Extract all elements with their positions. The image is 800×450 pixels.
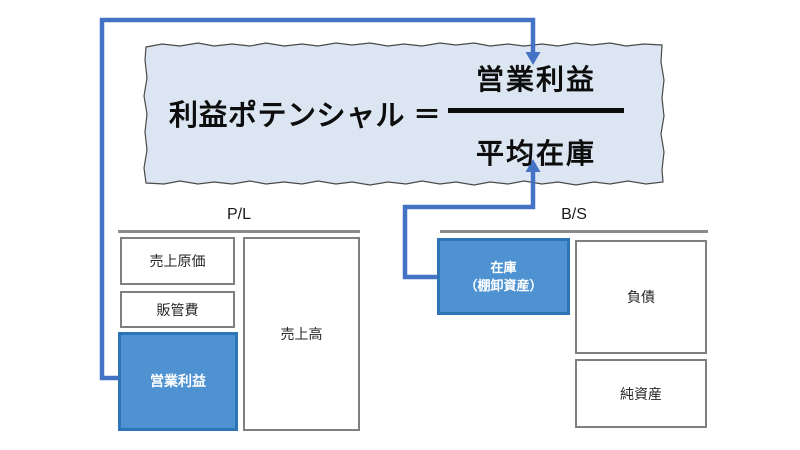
arrowhead-down-icon xyxy=(525,52,541,65)
equals-sign: ＝ xyxy=(413,100,441,130)
pl-section-underline xyxy=(118,230,360,233)
sales-box: 売上高 xyxy=(243,237,360,431)
net-assets-box: 純資産 xyxy=(575,359,707,428)
cost-of-sales-box: 売上原価 xyxy=(120,237,235,285)
fraction-denominator: 平均在庫 xyxy=(475,138,596,169)
inventory-connector-arrow xyxy=(402,159,541,280)
formula-lhs: 利益ポテンシャル xyxy=(169,99,406,132)
formula-fraction: 営業利益 平均在庫 xyxy=(447,42,625,183)
arrowhead-up-icon xyxy=(525,159,541,172)
formula-banner xyxy=(143,42,665,186)
fraction-numerator: 営業利益 xyxy=(475,64,596,95)
inventory-box: 在庫 （棚卸資産） xyxy=(437,238,570,315)
inventory-box-line1: 在庫 xyxy=(490,259,517,275)
operating-profit-box: 営業利益 xyxy=(118,332,238,431)
inventory-box-line2: （棚卸資産） xyxy=(464,277,543,293)
bs-section-label: B/S xyxy=(561,206,587,223)
fraction-bar xyxy=(448,108,624,113)
pl-section-label: P/L xyxy=(226,206,251,223)
operating-profit-connector-arrow xyxy=(99,17,541,381)
liabilities-box: 負債 xyxy=(575,240,707,354)
sga-expenses-box: 販管費 xyxy=(120,291,235,328)
bs-section-underline xyxy=(440,230,708,233)
formula-banner-content: 利益ポテンシャル ＝ 営業利益 平均在庫 xyxy=(145,42,663,183)
